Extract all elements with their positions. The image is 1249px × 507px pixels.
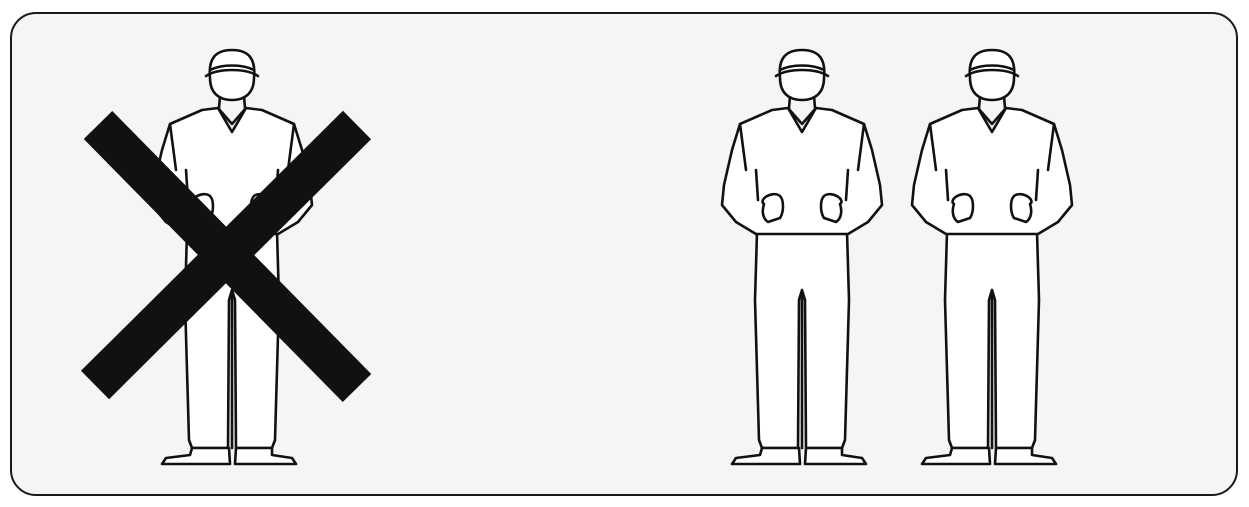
person-figure-pair-right (912, 50, 1072, 464)
person-figure-pair-left (722, 50, 882, 464)
